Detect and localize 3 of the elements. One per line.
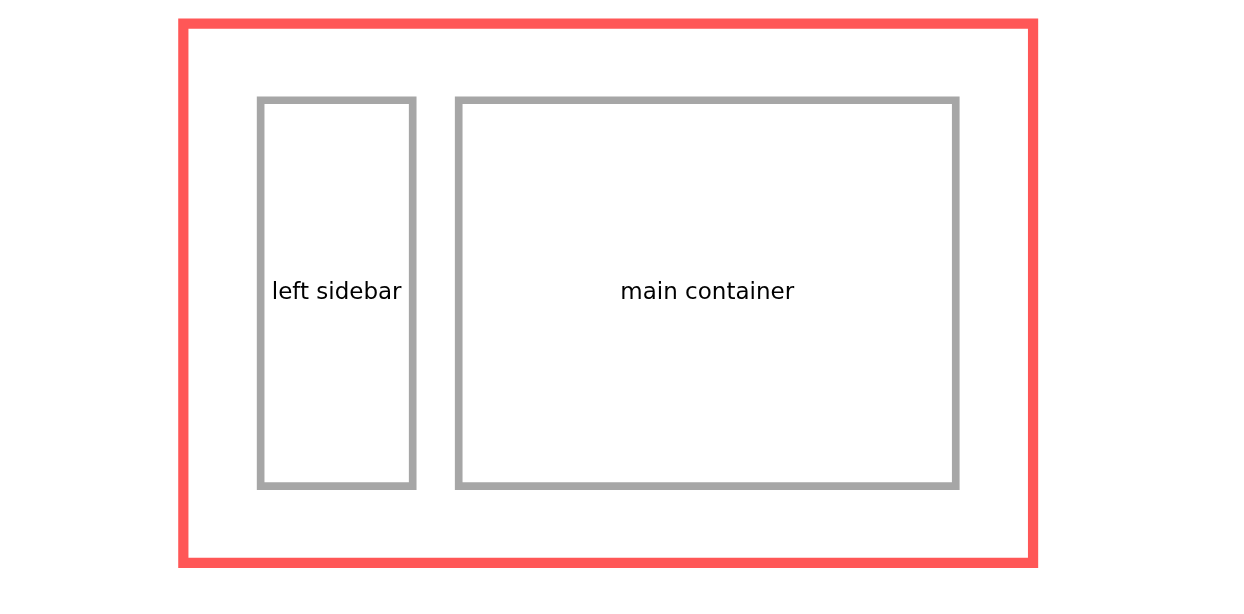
node-box: main container	[454, 96, 960, 490]
node-box: left sidebar	[256, 96, 417, 490]
cluster	[178, 18, 1039, 568]
